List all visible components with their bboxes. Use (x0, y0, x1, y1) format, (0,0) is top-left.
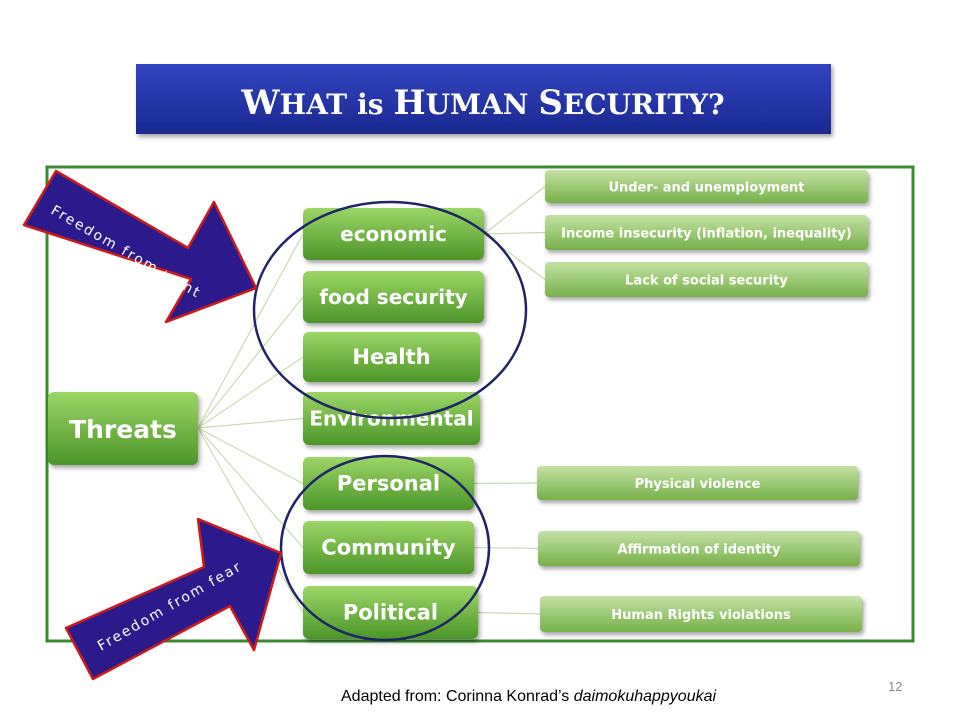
category-community: Community (303, 521, 474, 574)
category-label: Health (352, 345, 430, 369)
sub-item-label: Human Rights violations (611, 608, 791, 623)
connector-root-to-health (197, 356, 304, 429)
connector-to-physical-violence (473, 482, 538, 485)
connector-root-to-environmental (197, 417, 304, 429)
category-label: food security (319, 285, 467, 309)
connector-root-to-personal (197, 427, 304, 485)
page-number: 12 (888, 679, 902, 694)
credit-text: Adapted from: Corinna Konrad’s daimokuha… (341, 688, 717, 705)
category-label: economic (340, 222, 447, 246)
connector-root-to-community (197, 427, 304, 548)
sub-item-label: Affirmation of identity (618, 543, 782, 558)
sub-item-label: Under- and unemployment (609, 181, 805, 196)
freedom-from-want-arrow: Freedom from want (22, 169, 258, 324)
connector-root-to-food-security (197, 296, 304, 429)
category-label: Political (343, 601, 438, 625)
connector-root-to-economic (197, 233, 304, 429)
sub-item-income-insecurity-inflation-inequality: Income insecurity (inflation, inequality… (545, 215, 868, 250)
sub-item-lack-of-social-security: Lack of social security (545, 262, 868, 297)
root-node: Threats (48, 392, 198, 465)
category-label: Personal (337, 472, 440, 496)
sub-item-label: Income insecurity (inflation, inequality… (561, 227, 852, 242)
sub-item-under-and-unemployment: Under- and unemployment (545, 170, 868, 203)
diagram-frame (45, 165, 915, 643)
category-health: Health (303, 332, 480, 382)
sub-item-human-rights-violations: Human Rights violations (540, 596, 862, 632)
root-label: Threats (69, 415, 177, 444)
want-grouping-ellipse (252, 200, 528, 420)
freedom-from-fear-arrow: Freedom from fear (64, 517, 283, 681)
category-economic: economic (303, 208, 484, 260)
connector-to-affirmation-of-identity (473, 546, 539, 550)
sub-item-label: Physical violence (635, 477, 761, 492)
sub-item-label: Lack of social security (625, 274, 788, 289)
category-political: Political (303, 586, 478, 639)
fear-grouping-ellipse (279, 454, 491, 642)
connector-root-to-political (197, 427, 304, 613)
category-food-security: food security (303, 271, 484, 323)
connector-to-human-rights-violations (477, 611, 541, 615)
sub-item-affirmation-of-identity: Affirmation of identity (538, 531, 860, 566)
connector-to-income-insecurity-inflation-inequality (483, 231, 546, 235)
connector-to-under-and-unemployment (483, 186, 546, 235)
category-personal: Personal (303, 457, 474, 510)
category-label: Community (321, 536, 456, 560)
sub-item-physical-violence: Physical violence (537, 466, 858, 500)
